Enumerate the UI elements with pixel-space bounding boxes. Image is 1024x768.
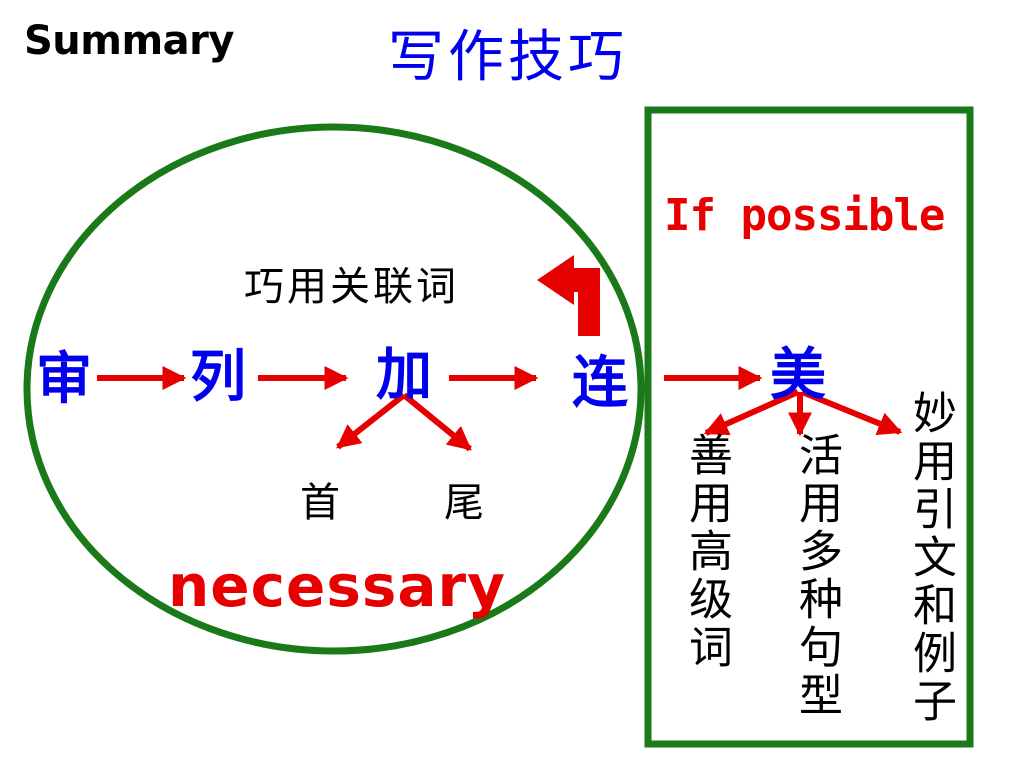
mei-branch-arrows: [703, 389, 903, 437]
jia-branch-arrows: [336, 392, 472, 452]
required-label: necessary: [168, 552, 506, 620]
connector-hint-bent-arrow: [537, 255, 600, 336]
branch-wei: 尾: [444, 480, 484, 526]
mei-branch-varied-sentences: 活用多种句型: [791, 432, 842, 720]
arrow-jia-to-wei: [402, 392, 472, 452]
if-possible-frame: [644, 106, 974, 748]
step-mei: 美: [770, 342, 826, 408]
page-title: 写作技巧: [388, 25, 628, 90]
step-lie: 列: [190, 344, 246, 410]
mei-branch-advanced-words: 善用高级词: [681, 432, 732, 672]
mei-branch-quotes-examples: 妙用引文和例子: [905, 390, 956, 726]
step-lian: 连: [572, 350, 628, 416]
arrow-mei-to-right: [800, 389, 903, 435]
branch-shou: 首: [300, 480, 340, 526]
summary-label: Summary: [24, 18, 234, 64]
optional-label: If possible: [664, 190, 945, 241]
arrow-mei-to-left: [703, 389, 800, 436]
connector-hint-label: 巧用关联词: [244, 264, 459, 310]
arrow-jia-to-shou: [336, 392, 406, 450]
step-jia: 加: [376, 342, 432, 408]
necessary-ellipse: [23, 123, 645, 655]
step-shen: 审: [36, 346, 92, 412]
